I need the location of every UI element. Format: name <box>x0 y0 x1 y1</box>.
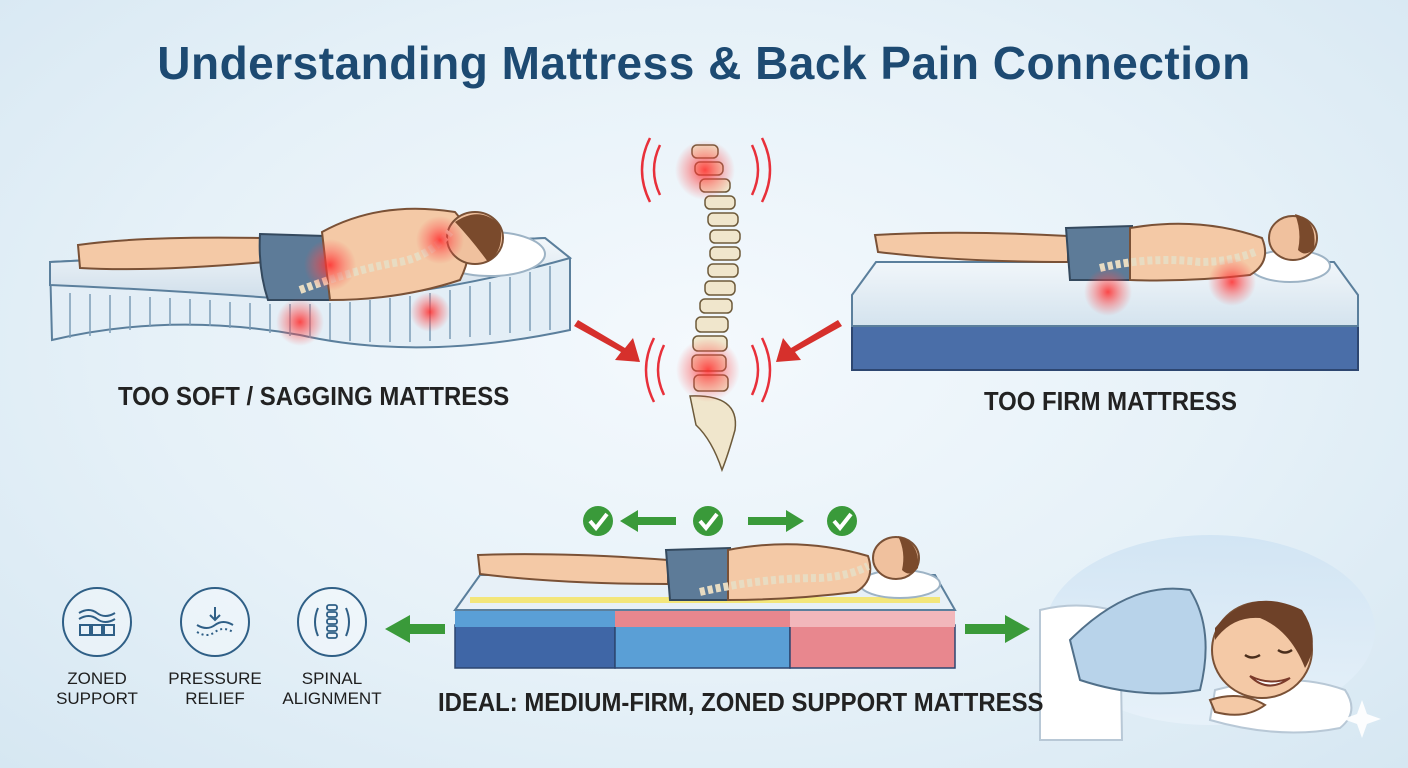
spinal-alignment-icon <box>297 587 367 657</box>
check-icon-center <box>693 506 723 536</box>
arrow-green-to-sleeper <box>965 615 1030 643</box>
pain-spot <box>1208 258 1256 306</box>
check-icon-right <box>827 506 857 536</box>
check-icon-left <box>583 506 613 536</box>
pain-spot <box>410 292 450 332</box>
sparkle-icon <box>1343 700 1381 738</box>
soft-mattress-caption: TOO SOFT / SAGGING MATTRESS <box>118 381 510 411</box>
pain-spot <box>1084 268 1132 316</box>
pain-spot <box>416 216 464 264</box>
arrow-red-left <box>574 320 640 362</box>
feature-spinal-alignment: SPINAL ALIGNMENT <box>277 587 387 709</box>
sleeper-ideal <box>476 536 920 602</box>
page-title: Understanding Mattress & Back Pain Conne… <box>157 37 1251 89</box>
arrow-green-to-features <box>385 615 445 643</box>
happy-sleeper-scene <box>1039 535 1375 741</box>
hands <box>1208 695 1267 716</box>
pain-spot-upper-back <box>675 140 735 200</box>
arrow-red-right <box>776 320 842 362</box>
feature-zoned-support: ZONED SUPPORT <box>42 587 152 709</box>
pain-spot <box>276 298 324 346</box>
arrow-green-left <box>620 510 676 532</box>
pressure-relief-icon <box>180 587 250 657</box>
feature-label: PRESSURE RELIEF <box>168 669 262 708</box>
soft-mattress-scene <box>48 207 573 349</box>
firm-mattress-caption: TOO FIRM MATTRESS <box>984 386 1237 416</box>
firm-base <box>851 325 1359 371</box>
pain-spot-lower-back <box>676 338 740 402</box>
zoned-support-icon <box>62 587 132 657</box>
firm-mattress-scene <box>851 214 1359 371</box>
arrow-green-right <box>748 510 804 532</box>
ideal-mattress-caption: IDEAL: MEDIUM-FIRM, ZONED SUPPORT MATTRE… <box>438 687 1044 717</box>
check-row <box>583 506 857 536</box>
pain-spot <box>304 239 356 291</box>
central-spine <box>640 137 772 473</box>
ideal-mattress-scene <box>453 536 957 669</box>
feature-label: SPINAL ALIGNMENT <box>282 669 382 708</box>
feature-pressure-relief: PRESSURE RELIEF <box>160 587 270 709</box>
red-arrows <box>574 320 842 362</box>
feature-label: ZONED SUPPORT <box>56 669 138 708</box>
